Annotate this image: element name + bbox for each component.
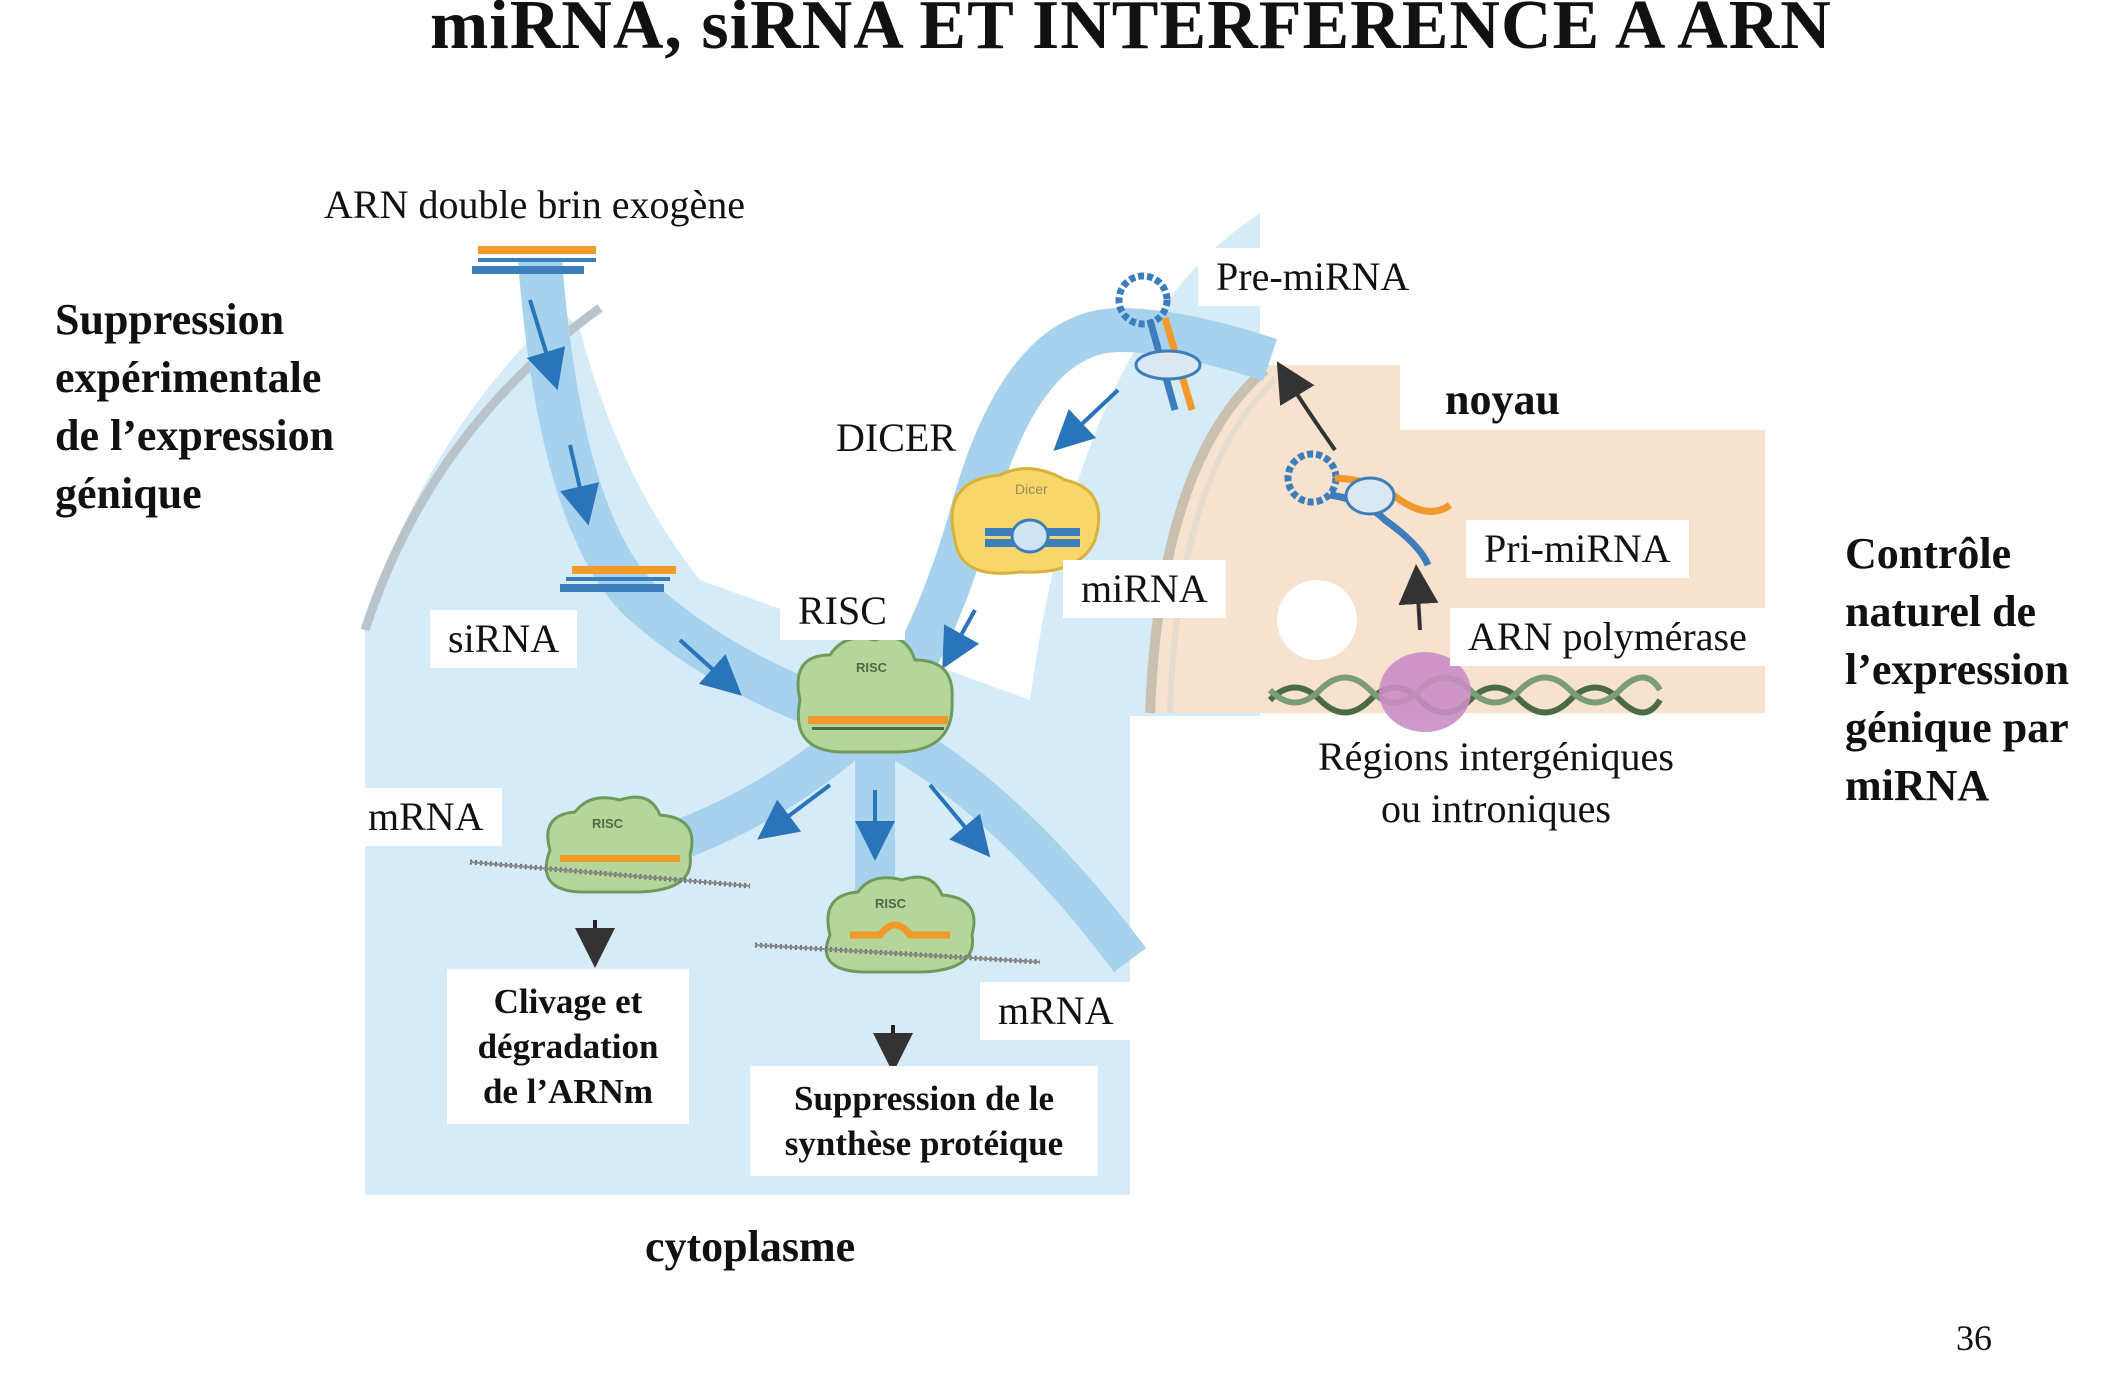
risc-complex-middle: RISC <box>824 875 976 974</box>
page-title: miRNA, siRNA ET INTERFERENCE A ARN <box>430 0 1832 64</box>
dsrna-icon <box>472 246 596 274</box>
label-pre-mirna: Pre-miRNA <box>1198 248 1428 306</box>
label-cytoplasm: cytoplasme <box>645 1222 856 1271</box>
label-pri-mirna: Pri-miRNA <box>1466 520 1689 578</box>
risc-complex-left: RISC <box>544 795 694 894</box>
natural-control-heading: Contrôle naturel de l’expression génique… <box>1845 529 2070 810</box>
label-mrna-left: mRNA <box>350 788 502 846</box>
mrna-pathway-right <box>880 717 1146 973</box>
pri-mirna-icon <box>1284 450 1453 567</box>
risc-icon-label: RISC <box>592 816 624 831</box>
experimental-suppression-heading: Suppression expérimentale de l’expressio… <box>55 295 335 518</box>
pre-mirna-icon <box>1115 272 1202 411</box>
label-mrna-right: mRNA <box>980 982 1132 1040</box>
dicer-icon: Dicer <box>950 467 1101 575</box>
nucleus-pore <box>1277 580 1357 660</box>
nuclear-envelope <box>1145 366 1269 714</box>
rna-polymerase-icon <box>1379 652 1471 732</box>
label-rna-polymerase: ARN polymérase <box>1450 608 1765 666</box>
mirna-pathway <box>861 307 1277 733</box>
risc-complex-central: RISC <box>796 636 954 754</box>
label-mirna: miRNA <box>1063 560 1226 618</box>
label-regions: Régions intergéniques ou introniques <box>1318 734 1674 831</box>
risc-icon-label: RISC <box>875 896 907 911</box>
label-dicer: DICER <box>836 415 956 460</box>
sirna-icon <box>560 566 676 592</box>
outcome-suppression: Suppression de le synthèse protéique <box>750 1066 1098 1176</box>
outcome-cleavage: Clivage et dégradation de l’ARNm <box>447 969 689 1124</box>
label-exogenous-dsrna: ARN double brin exogène <box>324 182 746 227</box>
label-risc: RISC <box>780 582 905 640</box>
label-nucleus: noyau <box>1445 375 1560 424</box>
page-number: 36 <box>1956 1318 1992 1358</box>
label-sirna: siRNA <box>430 610 578 668</box>
risc-icon-label: RISC <box>856 660 888 675</box>
dicer-icon-label: Dicer <box>1015 481 1048 497</box>
